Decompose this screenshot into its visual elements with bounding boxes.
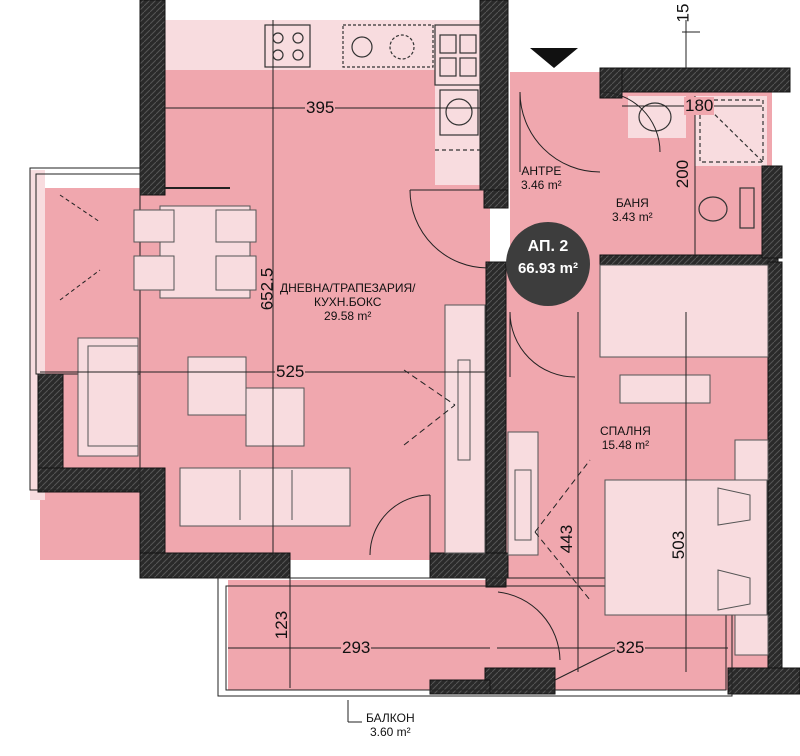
dimension-200: 200	[673, 159, 693, 189]
hall-label: АНТРЕ 3.46 m²	[521, 164, 562, 192]
living-room-area: 29.58 m²	[324, 309, 372, 323]
dimension-503: 503	[669, 530, 689, 560]
dimension-443: 443	[557, 524, 577, 554]
balcony-label: БАЛКОН 3.60 m²	[366, 711, 415, 739]
apartment-area: 66.93 m²	[517, 260, 579, 277]
dimension-293: 293	[341, 638, 372, 657]
dimension-15: 15	[673, 3, 693, 23]
bedroom-area-text: 15.48 m²	[601, 438, 650, 452]
living-room-name-line2: КУХН.БОКС	[314, 295, 382, 309]
balcony-area-text: 3.60 m²	[369, 725, 411, 739]
living-furniture	[77, 304, 486, 554]
dimension-123: 123	[272, 610, 292, 640]
walls	[37, 0, 800, 695]
kitchen-counter-side	[435, 70, 485, 185]
entry-arrow-icon	[530, 48, 578, 68]
bath-fixtures	[638, 99, 764, 229]
balcony-area	[228, 580, 493, 690]
hall-area-text: 3.46 m²	[521, 178, 562, 192]
dimension-lines	[40, 20, 762, 723]
dimension-395: 395	[305, 98, 336, 117]
hall-name: АНТРЕ	[521, 164, 562, 178]
living-room-name-line1: ДНЕВНА/ТРАПЕЗАРИЯ/	[280, 281, 416, 295]
balcony-name: БАЛКОН	[366, 711, 415, 725]
bath-area-text: 3.43 m²	[612, 210, 653, 224]
dimension-525: 525	[275, 362, 306, 381]
dimension-652-5: 652.5	[257, 267, 277, 311]
apartment-badge: АП. 2 66.93 m²	[506, 222, 590, 306]
doors	[59, 91, 661, 681]
dining-set	[133, 205, 257, 299]
bedroom-label: СПАЛНЯ 15.48 m²	[600, 424, 651, 452]
kitchen-appliances	[264, 24, 481, 151]
dimension-325: 325	[615, 638, 646, 657]
bath-name: БАНЯ	[615, 196, 649, 210]
apartment-name: АП. 2	[527, 238, 569, 255]
dimension-180: 180	[684, 96, 715, 115]
bedroom-name: СПАЛНЯ	[600, 424, 651, 438]
bath-label: БАНЯ 3.43 m²	[612, 196, 653, 224]
living-room-label: ДНЕВНА/ТРАПЕЗАРИЯ/ КУХН.БОКС 29.58 m²	[280, 281, 415, 323]
kitchen-counter	[165, 20, 480, 70]
